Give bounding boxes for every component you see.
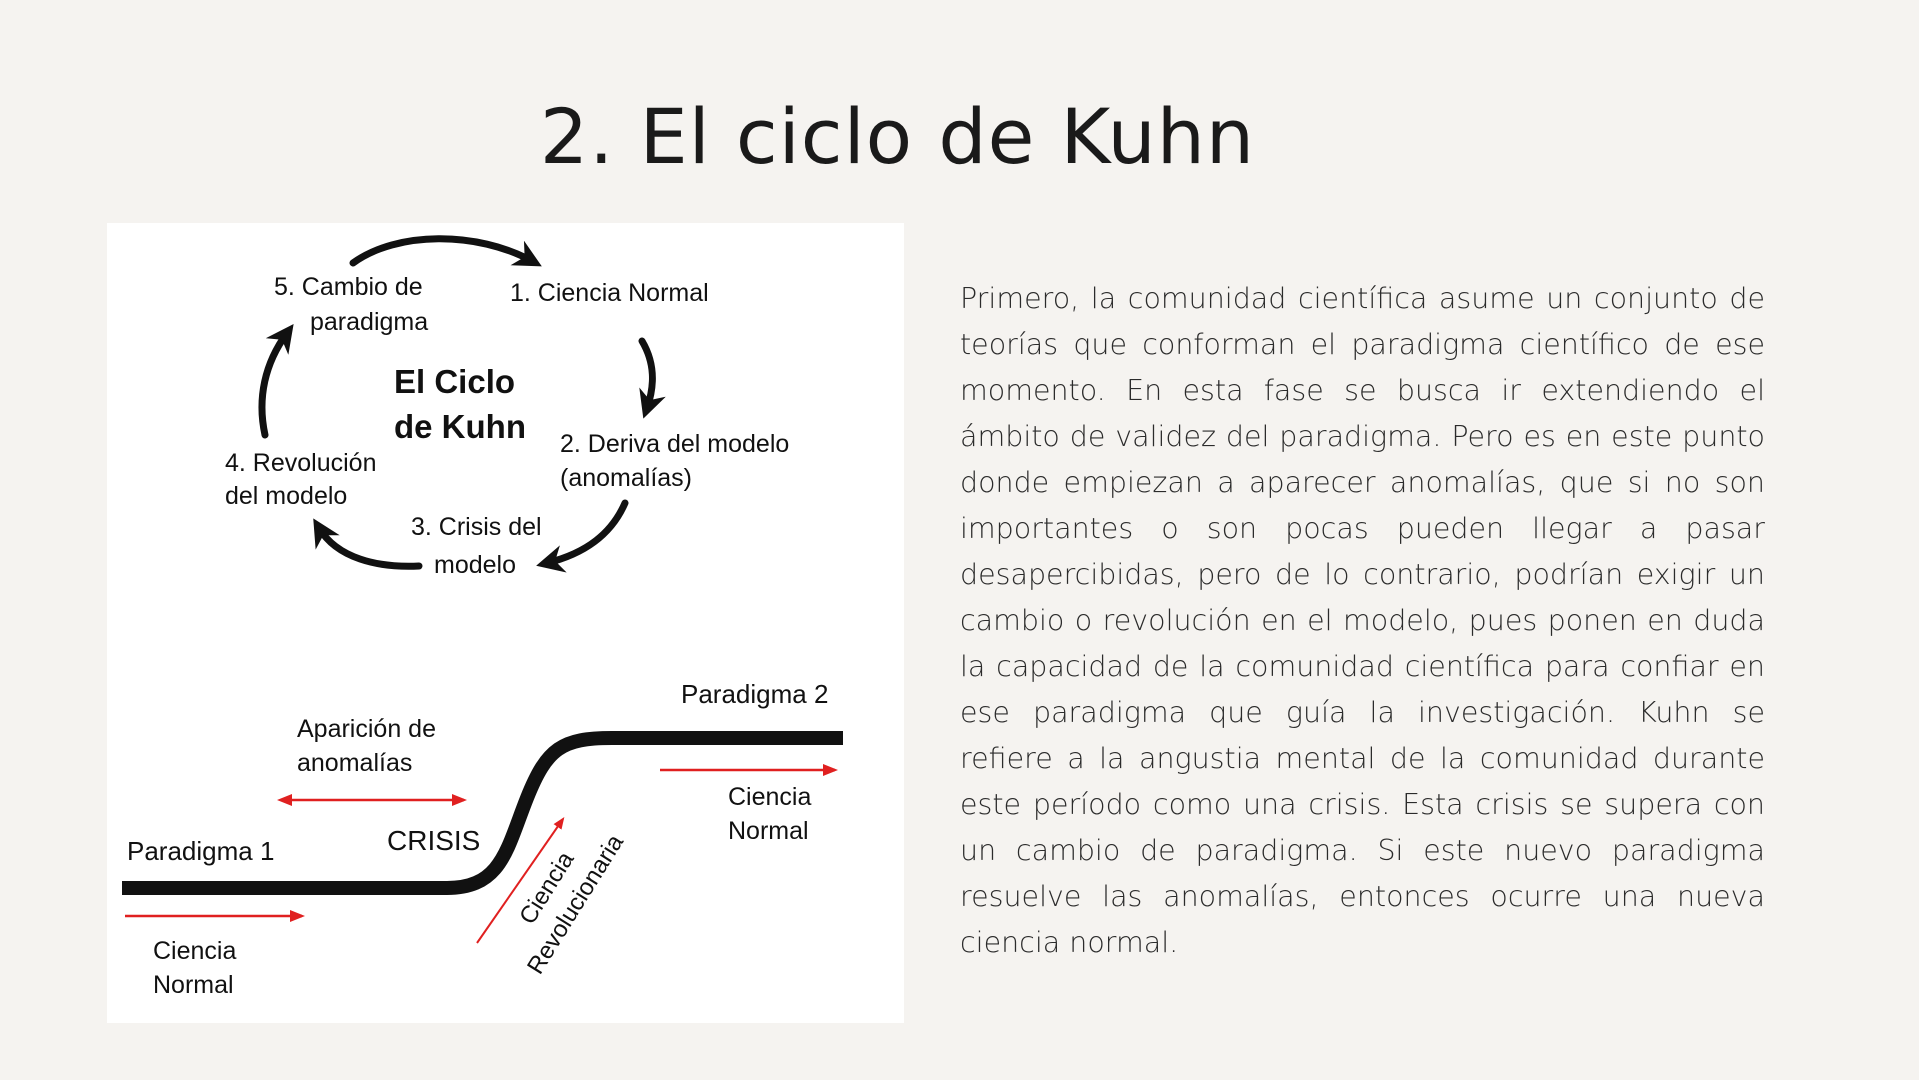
cycle-center-title: El Ciclo de Kuhn [394,363,526,445]
normal-science-left-label: Ciencia Normal [153,937,243,999]
explanation-paragraph: Primero, la comunidad científica asume u… [960,282,1765,959]
step-4-label: 4. Revolución del modelo [225,449,383,510]
normal-science-right-label: Ciencia Normal [728,783,818,845]
revolutionary-red-arrow [476,817,565,944]
step-1-label: 1. Ciencia Normal [510,279,709,307]
arrow-4-to-5 [258,323,294,439]
arrow-3-to-4 [313,518,423,570]
step-5-label: 5. Cambio de paradigma [274,273,430,336]
paradigm-curve [122,731,843,895]
anomalies-label: Aparición de anomalías [297,715,443,777]
crisis-label: CRISIS [387,825,480,856]
paradigm-2-label: Paradigma 2 [681,679,828,709]
kuhn-diagram: 5. Cambio de paradigma 1. Ciencia Normal… [122,235,843,999]
paradigm-1-label: Paradigma 1 [127,836,274,866]
cycle-arrows [258,235,666,573]
arrow-2-to-3 [536,499,629,573]
kuhn-cycle-figure: 5. Cambio de paradigma 1. Ciencia Normal… [107,223,904,1023]
step-3-label: 3. Crisis del modelo [411,513,549,579]
step-2-label: 2. Deriva del modelo (anomalías) [560,430,796,492]
arrow-1-to-2 [638,337,666,419]
slide-title: 2. El ciclo de Kuhn [539,92,1256,181]
arrow-5-to-1 [349,235,542,267]
